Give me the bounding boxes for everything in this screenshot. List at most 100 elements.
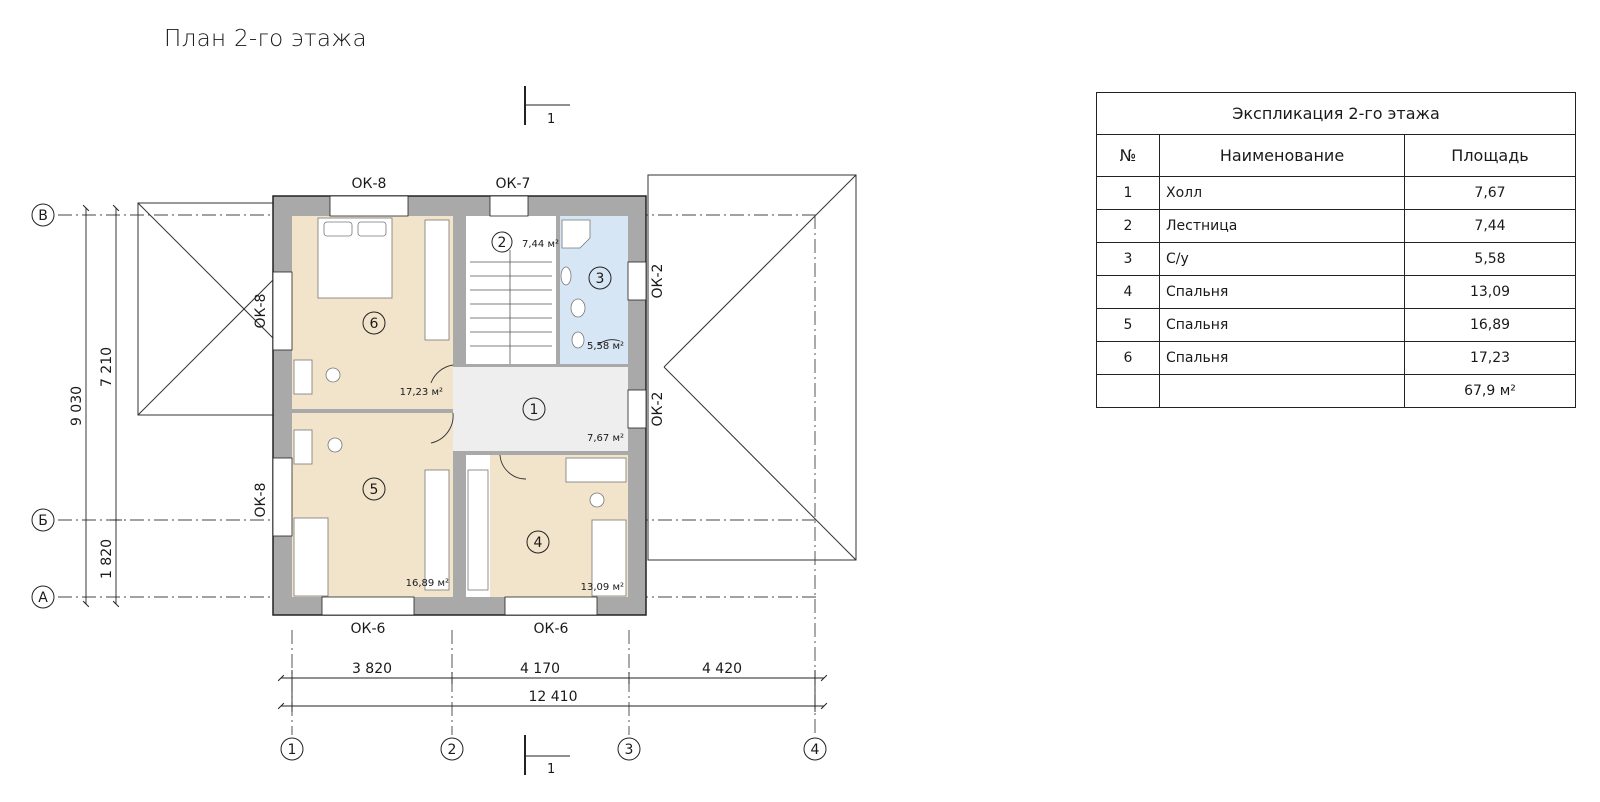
room-5-area: 16,89 м² xyxy=(406,578,449,589)
dim-left-outer: 9 030 xyxy=(69,386,85,426)
row-num: 1 xyxy=(1096,176,1160,210)
axis-label-v: В xyxy=(38,208,48,224)
room-1 xyxy=(466,367,628,451)
room-4-marker xyxy=(526,530,550,554)
table-row: 2 Лестница 7,44 xyxy=(1096,209,1576,243)
row-area: 7,44 xyxy=(1404,209,1576,243)
window-openings xyxy=(272,195,647,616)
axis-label-4: 4 xyxy=(811,742,820,758)
axis-marker-4 xyxy=(803,737,827,761)
axis-label-3: 3 xyxy=(625,742,634,758)
window-label-top-mid: ОК-7 xyxy=(496,176,531,192)
row-num: 2 xyxy=(1096,209,1160,243)
row-area: 17,23 xyxy=(1404,341,1576,375)
table-row: 3 С/у 5,58 xyxy=(1096,242,1576,276)
window-labels: ОК-8 ОК-7 ОК-8 ОК-8 ОК-2 ОК-2 ОК-6 ОК-6 xyxy=(253,176,666,637)
window-label-right-upper: ОК-2 xyxy=(650,264,666,299)
dim-left-lower: 1 820 xyxy=(99,539,115,579)
toilet-1 xyxy=(570,298,586,318)
window-label-right-lower: ОК-2 xyxy=(650,392,666,427)
axis-marker-v xyxy=(31,203,55,227)
furniture xyxy=(293,217,627,597)
axis-marker-2 xyxy=(440,737,464,761)
room-3-area: 5,58 м² xyxy=(587,341,624,352)
room-6-area: 17,23 м² xyxy=(400,387,443,398)
axis-marker-b xyxy=(31,508,55,532)
sink xyxy=(560,266,572,286)
roof-right xyxy=(647,174,857,561)
row-area: 13,09 xyxy=(1404,275,1576,309)
wardrobe-room-5 xyxy=(424,469,450,591)
toilet-2 xyxy=(571,331,585,349)
dimension-lines xyxy=(82,204,828,712)
row-area: 7,67 xyxy=(1404,176,1576,210)
desk-room-4 xyxy=(565,457,627,483)
dim-bottom-total: 12 410 xyxy=(529,689,578,705)
bed-room-4 xyxy=(591,519,627,597)
axis-label-2: 2 xyxy=(448,742,457,758)
window-label-left-lower: ОК-8 xyxy=(253,483,269,518)
explication-table: Экспликация 2-го этажа № Наименование Пл… xyxy=(1096,92,1576,408)
room-2-area: 7,44 м² xyxy=(522,239,559,250)
window-label-left-upper: ОК-8 xyxy=(253,294,269,329)
dimension-labels: 3 820 4 170 4 420 12 410 9 030 7 210 1 8… xyxy=(69,347,742,705)
room-6-number: 6 xyxy=(370,316,379,332)
total-num-empty xyxy=(1096,374,1160,408)
axis-markers: В Б А 1 2 3 4 xyxy=(31,203,827,761)
section-label-bottom: 1 xyxy=(547,762,555,777)
desk-room-6 xyxy=(293,359,313,395)
row-area: 5,58 xyxy=(1404,242,1576,276)
table-row: 4 Спальня 13,09 xyxy=(1096,275,1576,309)
dim-bottom-2: 4 170 xyxy=(520,661,560,677)
total-area: 67,9 м² xyxy=(1404,374,1576,408)
wardrobe-room-4 xyxy=(467,469,489,591)
axis-marker-3 xyxy=(617,737,641,761)
dim-bottom-1: 3 820 xyxy=(352,661,392,677)
total-name-empty xyxy=(1159,374,1405,408)
room-1-area: 7,67 м² xyxy=(587,433,624,444)
room-3-marker xyxy=(588,266,612,290)
window-label-bottom-right: ОК-6 xyxy=(534,621,569,637)
row-num: 4 xyxy=(1096,275,1160,309)
axis-label-a: А xyxy=(38,590,48,606)
room-5-marker xyxy=(362,477,386,501)
section-markers: 1 1 xyxy=(524,86,570,777)
bed-room-5 xyxy=(293,517,329,597)
explication-title: Экспликация 2-го этажа xyxy=(1096,92,1576,135)
row-num: 3 xyxy=(1096,242,1160,276)
header-area: Площадь xyxy=(1404,134,1576,177)
room-4-number: 4 xyxy=(534,535,543,551)
desk-room-5 xyxy=(293,429,313,465)
window-label-top-left: ОК-8 xyxy=(352,176,387,192)
doors xyxy=(430,339,621,480)
table-row: 6 Спальня 17,23 xyxy=(1096,341,1576,375)
row-num: 6 xyxy=(1096,341,1160,375)
row-name: Спальня xyxy=(1159,308,1405,342)
shower xyxy=(561,219,591,249)
row-name: Холл xyxy=(1159,176,1405,210)
header-name: Наименование xyxy=(1159,134,1405,177)
room-2-number: 2 xyxy=(498,235,507,251)
room-2-marker xyxy=(491,231,513,253)
stairs xyxy=(470,250,552,364)
row-name: Лестница xyxy=(1159,209,1405,243)
room-labels: 6 17,23 м² 2 7,44 м² 3 5,58 м² 1 7,67 м²… xyxy=(362,231,624,593)
total-row: 67,9 м² xyxy=(1096,374,1576,408)
header-num: № xyxy=(1096,134,1160,177)
room-6-marker xyxy=(362,311,386,335)
axis-marker-a xyxy=(31,585,55,609)
table-row: 5 Спальня 16,89 xyxy=(1096,308,1576,342)
explication-header-row: № Наименование Площадь xyxy=(1096,134,1576,177)
dim-bottom-3: 4 420 xyxy=(702,661,742,677)
dim-left-inner: 7 210 xyxy=(99,347,115,387)
row-area: 16,89 xyxy=(1404,308,1576,342)
room-3-number: 3 xyxy=(596,271,605,287)
room-1-number: 1 xyxy=(530,402,539,418)
plan-title: План 2-го этажа xyxy=(164,26,367,52)
axis-label-1: 1 xyxy=(288,742,297,758)
row-name: С/у xyxy=(1159,242,1405,276)
room-5-number: 5 xyxy=(370,482,379,498)
axis-marker-1 xyxy=(280,737,304,761)
row-num: 5 xyxy=(1096,308,1160,342)
explication-title-row: Экспликация 2-го этажа xyxy=(1096,92,1576,135)
